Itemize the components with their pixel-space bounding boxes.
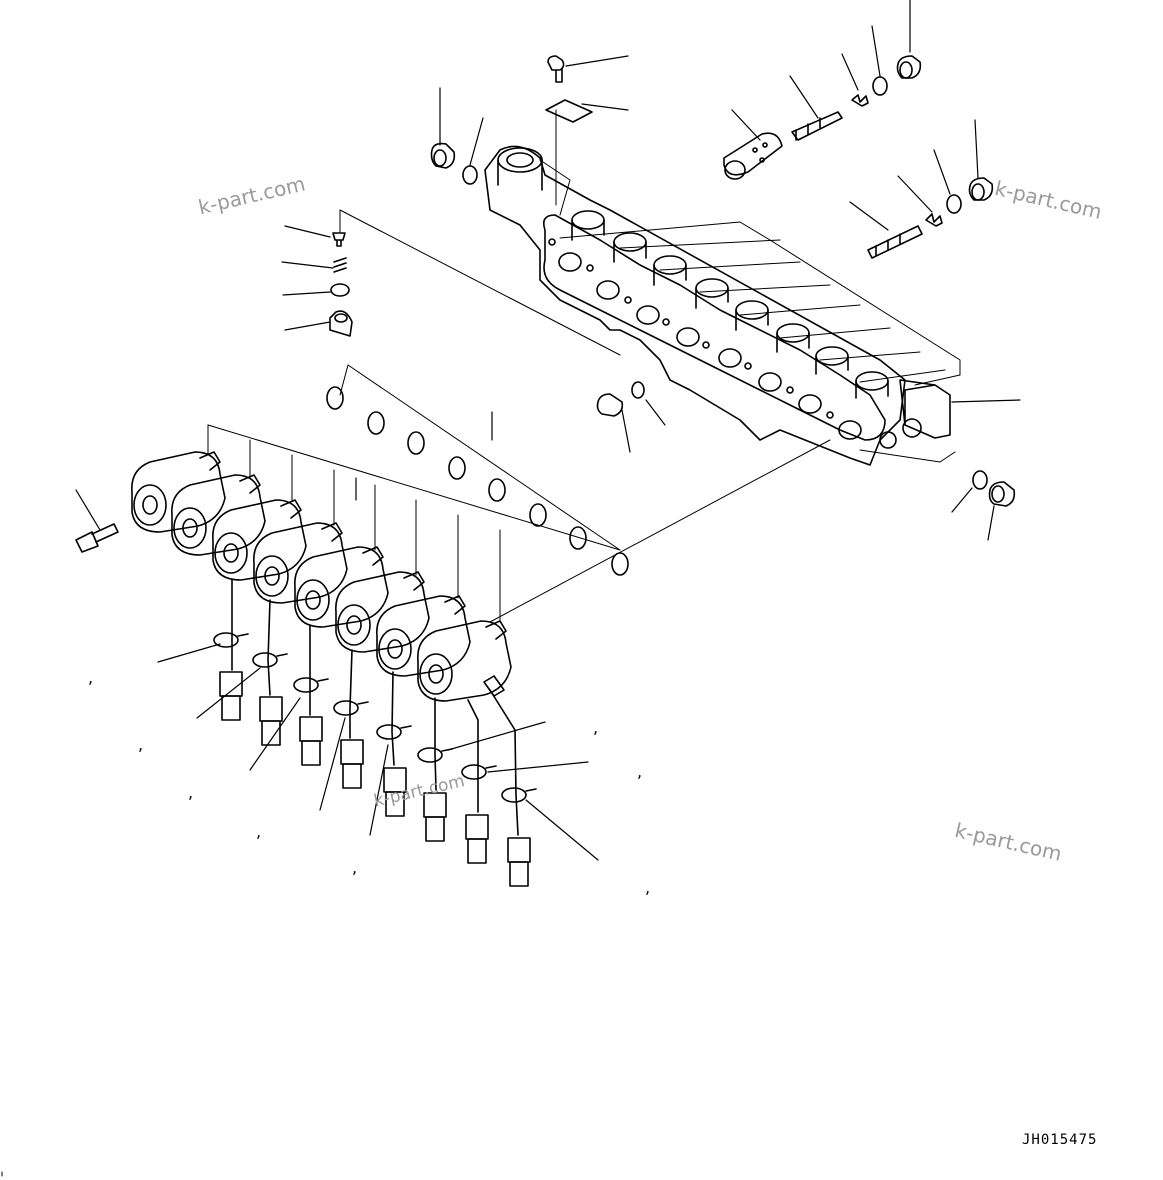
reference-lines xyxy=(207,109,961,623)
leader-lines xyxy=(75,0,1021,861)
valve-body-ports xyxy=(548,238,862,440)
drawing-code: JH015475 xyxy=(1022,1132,1098,1148)
callout-comma: , xyxy=(637,762,643,781)
plug-lower xyxy=(596,393,624,417)
callout-comma: , xyxy=(88,668,94,687)
valve-body xyxy=(484,145,951,466)
solenoid-1 xyxy=(131,451,226,533)
end-connector xyxy=(899,379,951,439)
solenoid-7 xyxy=(376,595,471,677)
callout-comma: , xyxy=(256,822,262,841)
o-rings xyxy=(326,386,629,576)
solenoid-5 xyxy=(294,546,389,628)
solenoid-2 xyxy=(171,474,266,556)
valve-body-bosses xyxy=(571,210,889,399)
callout-comma: , xyxy=(593,718,599,737)
relief-parts xyxy=(329,232,353,337)
solenoid-8 xyxy=(417,620,512,702)
callout-comma: , xyxy=(645,878,651,897)
solenoid-6 xyxy=(335,571,430,653)
solenoids xyxy=(131,451,512,702)
solenoid-4 xyxy=(253,522,348,604)
spool-parts xyxy=(430,55,994,259)
callout-comma: , xyxy=(138,735,144,754)
solenoid-3 xyxy=(212,499,307,581)
wire-harnesses xyxy=(213,579,537,887)
callout-comma: , xyxy=(352,858,358,877)
mounting-bolt xyxy=(75,523,119,553)
callout-comma: , xyxy=(188,783,194,802)
